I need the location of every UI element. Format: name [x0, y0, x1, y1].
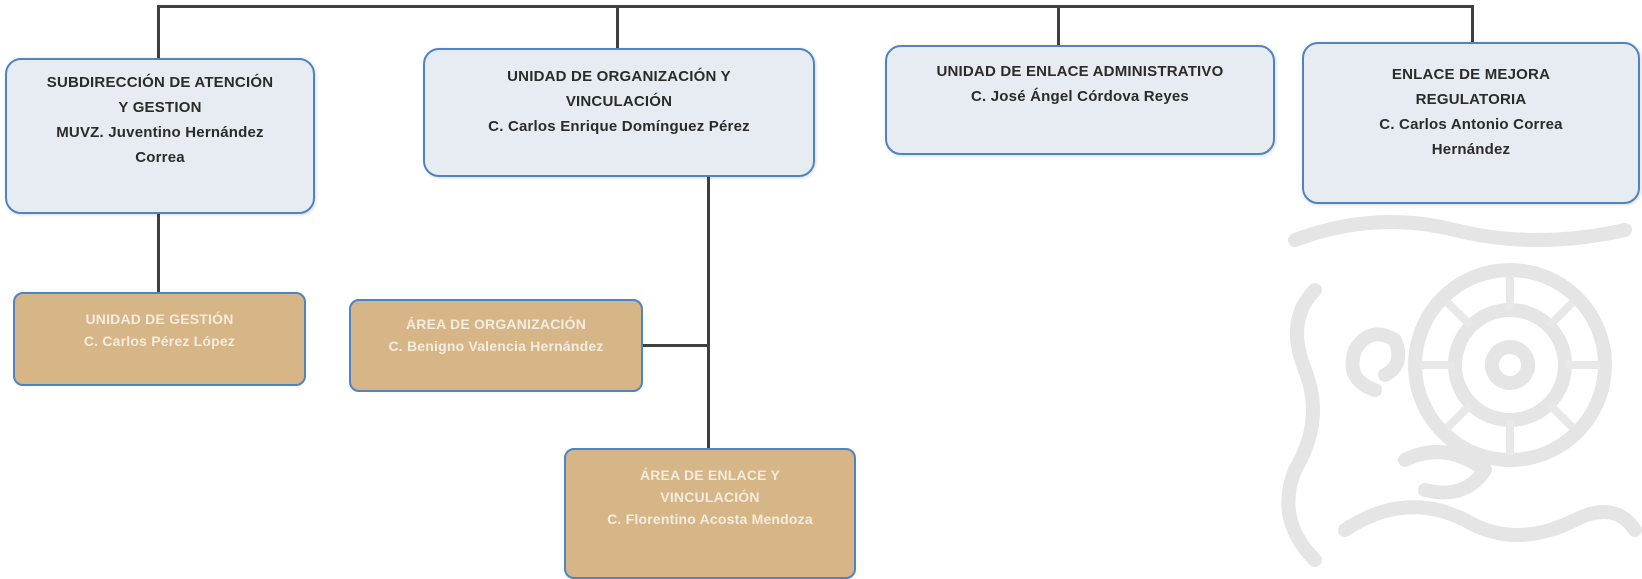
org-box-person-line: Hernández [1431, 141, 1511, 158]
org-box-title-line: ENLACE DE MEJORA [1391, 66, 1551, 83]
org-box-person-line: Correa [135, 149, 185, 166]
org-box-title-line: UNIDAD DE ORGANIZACIÓN Y [507, 68, 731, 85]
org-box-title-line: VINCULACIÓN [565, 93, 673, 110]
connector-top-horizontal [157, 5, 1474, 8]
org-box-area-organizacion: ÁREA DE ORGANIZACIÓN C. Benigno Valencia… [349, 299, 643, 392]
faded-emblem-watermark-icon [1281, 215, 1642, 567]
org-box-unidad-enlace-administrativo: UNIDAD DE ENLACE ADMINISTRATIVO C. José … [885, 45, 1275, 155]
org-box-person-line: C. Carlos Enrique Domínguez Pérez [488, 118, 750, 135]
org-box-area-enlace-vinculacion: ÁREA DE ENLACE Y VINCULACIÓN C. Florenti… [564, 448, 856, 579]
connector-organizacion-to-area [641, 344, 710, 347]
org-box-person-line: C. Carlos Antonio Correa [1379, 116, 1563, 133]
connector-subdireccion-to-gestion [157, 211, 160, 294]
org-box-person-line: C. Carlos Pérez López [83, 333, 236, 349]
org-box-person-line: C. José Ángel Córdova Reyes [971, 88, 1189, 105]
org-box-person-line: C. Benigno Valencia Hernández [388, 338, 604, 354]
org-box-title-line: SUBDIRECCIÓN DE ATENCIÓN [46, 74, 274, 91]
org-box-title-line: UNIDAD DE GESTIÓN [85, 311, 234, 327]
org-box-enlace-mejora-regulatoria: ENLACE DE MEJORA REGULATORIA C. Carlos A… [1302, 42, 1640, 204]
connector-to-enlace-mejora [1471, 5, 1474, 45]
connector-to-unidad-enlace [1057, 5, 1060, 48]
org-box-title-line: Y GESTION [118, 99, 202, 116]
connector-to-subdireccion [157, 5, 160, 61]
org-box-subdireccion-atencion-gestion: SUBDIRECCIÓN DE ATENCIÓN Y GESTION MUVZ.… [5, 58, 315, 214]
org-box-unidad-gestion: UNIDAD DE GESTIÓN C. Carlos Pérez López [13, 292, 306, 386]
connector-to-unidad-organizacion [616, 5, 619, 51]
org-box-person-line: MUVZ. Juventino Hernández [56, 124, 264, 141]
org-box-person-line: C. Florentino Acosta Mendoza [607, 511, 813, 527]
org-box-title-line: UNIDAD DE ENLACE ADMINISTRATIVO [936, 63, 1224, 80]
org-box-title-line: VINCULACIÓN [660, 489, 760, 505]
org-box-title-line: ÁREA DE ENLACE Y [639, 467, 781, 483]
connector-organizacion-vertical [707, 176, 710, 450]
org-box-unidad-organizacion-vinculacion: UNIDAD DE ORGANIZACIÓN Y VINCULACIÓN C. … [423, 48, 815, 177]
org-box-title-line: ÁREA DE ORGANIZACIÓN [405, 316, 587, 332]
org-box-title-line: REGULATORIA [1415, 91, 1527, 108]
